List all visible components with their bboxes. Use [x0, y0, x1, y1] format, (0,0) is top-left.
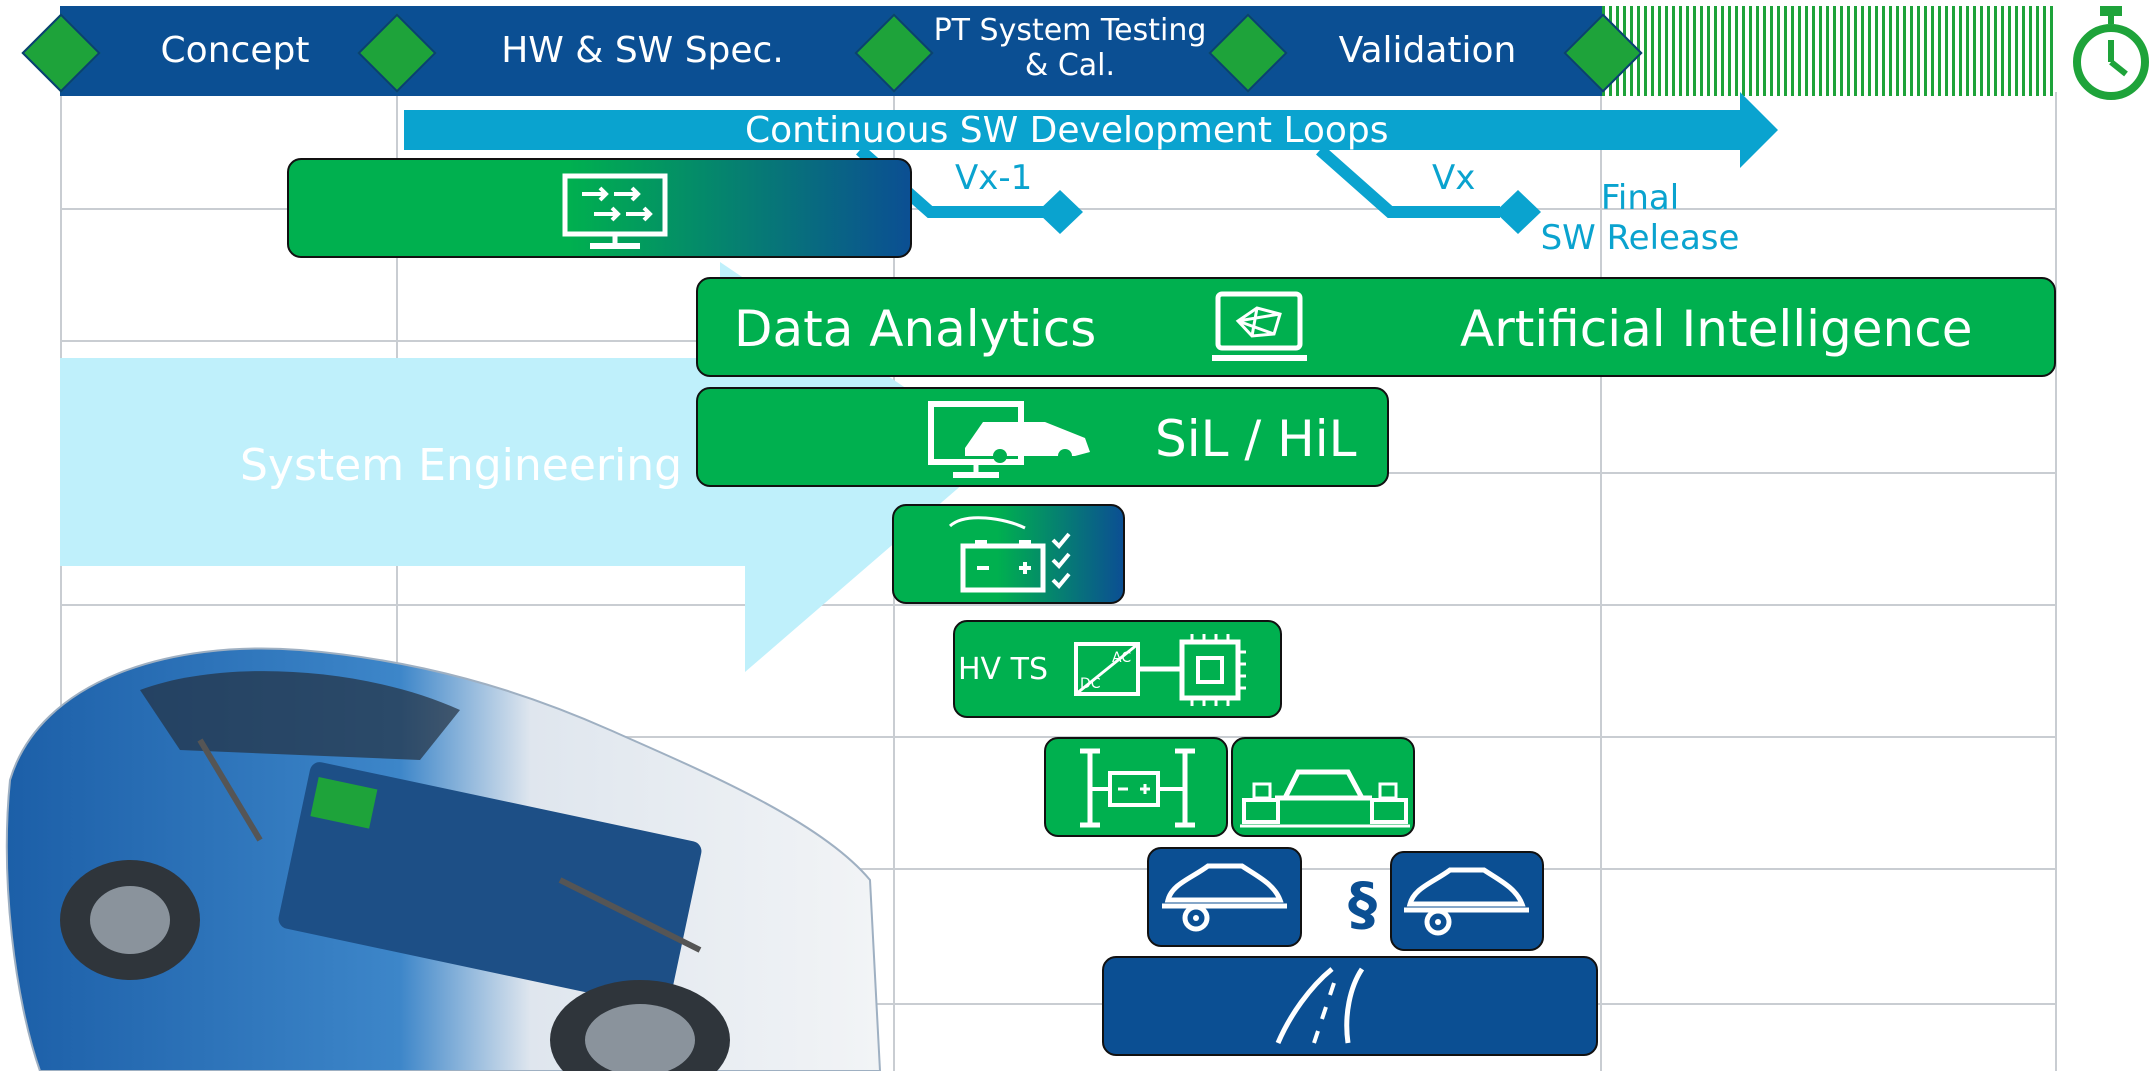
axle-battery-icon	[1080, 748, 1195, 828]
vehicle-test-icon	[1404, 867, 1529, 936]
vehicle-test-icon	[1162, 863, 1287, 932]
system-engineering-label: System Engineering	[240, 440, 683, 491]
data-analytics-label: Data Analytics	[734, 300, 1097, 358]
sil-hil-label: SiL / HiL	[1155, 410, 1357, 468]
sw-loop-title: Continuous SW Development Loops	[745, 110, 1389, 151]
phase-pt-system-testing: PT System Testing & Cal.	[900, 13, 1240, 83]
release-vx: Vx	[1432, 158, 1476, 198]
dc-ac-chip-icon: DC AC	[1074, 634, 1246, 706]
phase-pt-line1: PT System Testing	[933, 13, 1207, 48]
phase-pt-line2: & Cal.	[1024, 47, 1116, 83]
future-timeline-stripes	[1602, 6, 2054, 96]
final-line1: Final	[1600, 178, 1680, 218]
axle-test-box	[1044, 737, 1228, 837]
road-icon	[1275, 967, 1365, 1044]
hv-ts-label: HV TS	[958, 652, 1048, 687]
phase-hw-sw-spec: HW & SW Spec.	[501, 30, 784, 71]
data-analytics-ai-box	[696, 277, 2056, 377]
stopwatch-icon	[2073, 6, 2149, 100]
final-line2: SW Release	[1540, 218, 1740, 258]
release-vx-1: Vx-1	[955, 158, 1033, 198]
battery-testing-box	[892, 504, 1125, 604]
phase-validation: Validation	[1338, 30, 1517, 71]
sil-hil-car-monitor-icon	[928, 401, 1090, 478]
electric-car-image	[5, 647, 882, 1071]
phase-concept: Concept	[160, 30, 310, 71]
ai-laptop-icon	[1212, 291, 1307, 361]
phase-bar	[60, 6, 1602, 96]
battery-check-icon	[948, 516, 1071, 593]
final-sw-release: Final SW Release	[1530, 178, 1750, 258]
sw-transfer-monitor-icon	[562, 173, 668, 249]
section-symbol: §	[1348, 870, 1377, 938]
chassis-dyno-icon	[1240, 769, 1410, 828]
ac-text: AC	[1112, 650, 1131, 666]
dc-text: DC	[1080, 676, 1101, 692]
artificial-intelligence-label: Artificial Intelligence	[1460, 300, 1973, 358]
